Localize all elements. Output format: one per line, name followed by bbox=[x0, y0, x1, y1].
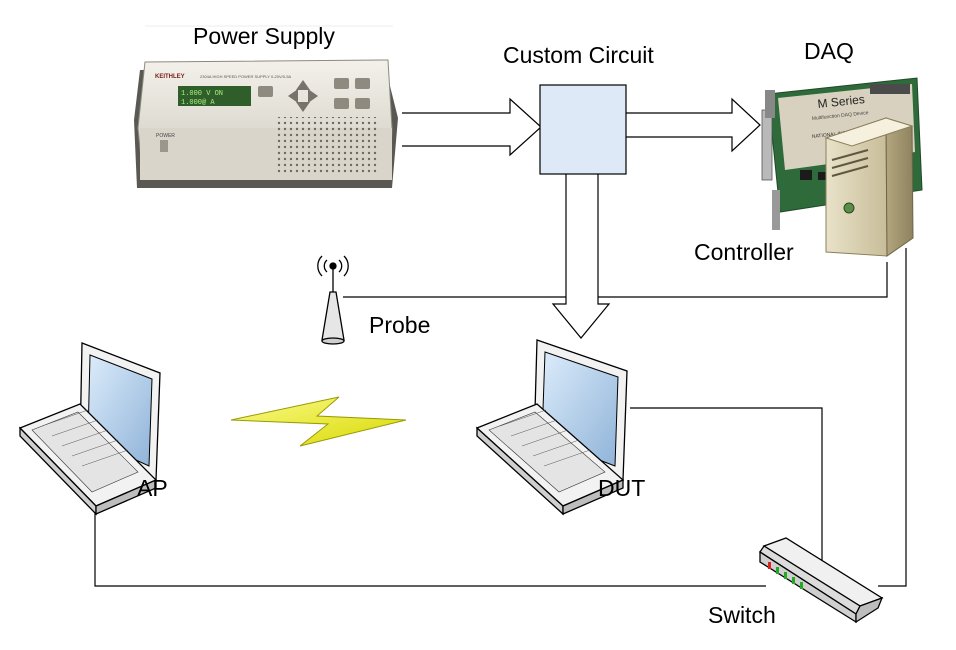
power-supply-icon: KEITHLEY 2304A HIGH SPEED POWER SUPPLY 0… bbox=[134, 25, 398, 188]
controller-tower-icon bbox=[824, 117, 914, 257]
psu-to-circuit-arrow bbox=[402, 97, 542, 157]
daq-label: DAQ bbox=[804, 38, 854, 64]
daq-series: M Series bbox=[817, 92, 866, 111]
psu-grille bbox=[275, 117, 379, 173]
dut-laptop-icon bbox=[475, 339, 628, 516]
psu-power-switch bbox=[160, 140, 168, 152]
psu-display-line1: 1.000 V ON bbox=[181, 90, 223, 98]
psu-power-label: POWER bbox=[156, 133, 175, 139]
connection-lines bbox=[94, 248, 907, 587]
circuit-to-daq-arrow bbox=[625, 97, 761, 153]
probe-label: Probe bbox=[369, 312, 431, 338]
psu-display bbox=[178, 86, 251, 106]
custom-circuit-box bbox=[539, 84, 627, 175]
power-supply-label: Power Supply bbox=[193, 23, 335, 49]
ap-label: AP bbox=[137, 475, 168, 501]
psu-model: 2304A HIGH SPEED POWER SUPPLY 0-20V/0-5A bbox=[200, 74, 292, 79]
probe-controller-line bbox=[343, 262, 888, 298]
network-switch-icon bbox=[759, 537, 884, 624]
daq-subtitle: Multifunction DAQ Device bbox=[812, 110, 869, 122]
arrows bbox=[402, 97, 761, 339]
ap-switch-line bbox=[94, 483, 766, 587]
antenna-probe-icon bbox=[317, 255, 349, 345]
controller-power-button bbox=[843, 202, 855, 214]
ap-laptop-icon bbox=[18, 342, 161, 516]
custom-circuit-label: Custom Circuit bbox=[503, 42, 654, 68]
psu-brand: KEITHLEY bbox=[155, 74, 185, 80]
switch-label: Switch bbox=[708, 602, 776, 628]
dut-label: DUT bbox=[598, 475, 646, 501]
controller-switch-line bbox=[878, 248, 907, 587]
lightning-bolt-icon bbox=[230, 396, 407, 447]
controller-label: Controller bbox=[694, 239, 794, 265]
psu-display-line2: 1.000@ A bbox=[181, 99, 215, 107]
circuit-to-dut-arrow bbox=[551, 174, 611, 339]
dut-switch-line bbox=[630, 407, 823, 560]
